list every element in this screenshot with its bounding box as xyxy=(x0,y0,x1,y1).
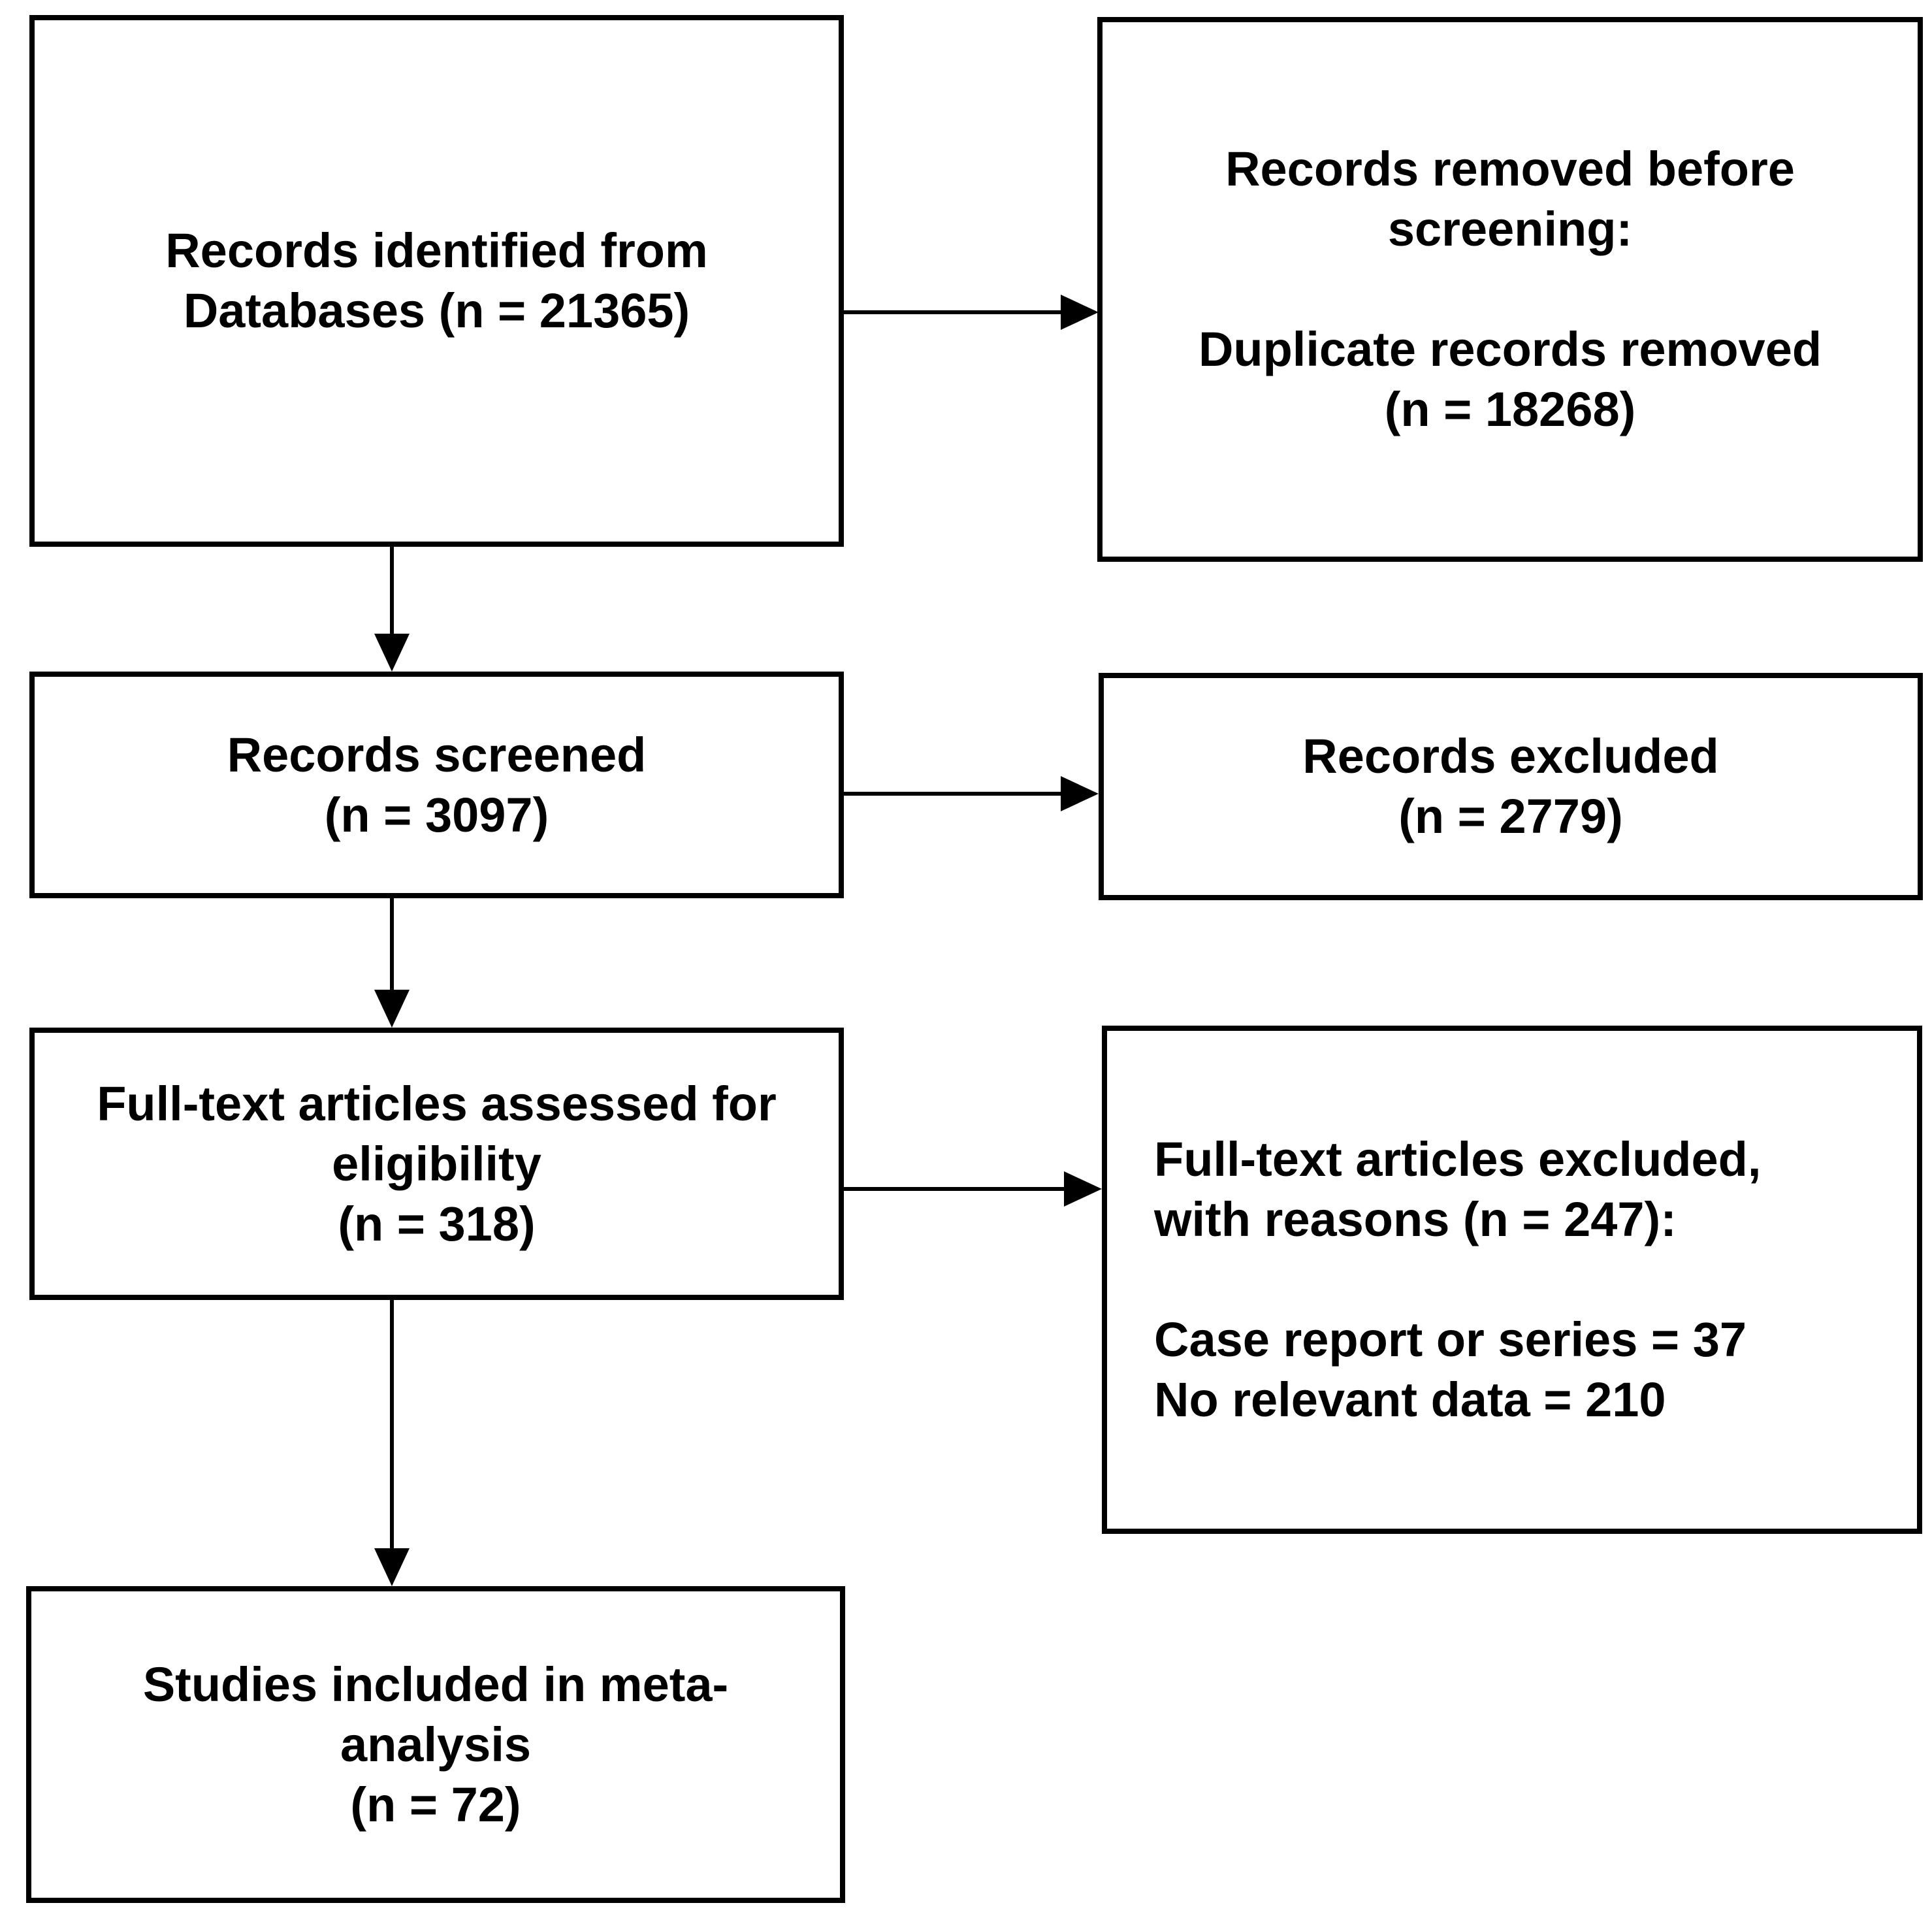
box-records-screened: Records screened (n = 3097) xyxy=(29,672,844,898)
text-line: Case report or series = 37 xyxy=(1154,1312,1747,1367)
text-line: Full-text articles excluded, xyxy=(1154,1132,1762,1186)
text-line: Records screened xyxy=(227,727,647,782)
box-fulltext-excluded-text: Full-text articles excluded, with reason… xyxy=(1107,1130,1917,1430)
text-line: Databases (n = 21365) xyxy=(183,284,690,338)
text-line: Full-text articles assessed for xyxy=(97,1076,777,1131)
text-line: Records identified from xyxy=(165,223,708,278)
text-line-blank xyxy=(1154,1250,1904,1310)
arrow-screened-to-fulltext-shaft xyxy=(390,898,394,992)
text-line: Records excluded xyxy=(1302,729,1719,783)
text-line: (n = 18268) xyxy=(1384,382,1636,436)
arrow-identified-to-screened-shaft xyxy=(390,547,394,636)
box-fulltext-excluded: Full-text articles excluded, with reason… xyxy=(1102,1026,1922,1534)
arrow-fulltext-to-excluded-shaft xyxy=(844,1187,1066,1191)
arrow-screened-to-fulltext-head xyxy=(374,990,410,1028)
text-line: Studies included in meta- xyxy=(142,1657,729,1712)
text-line: (n = 3097) xyxy=(324,787,549,842)
arrow-identified-to-removed-head xyxy=(1061,295,1099,330)
arrow-fulltext-to-included-shaft xyxy=(390,1300,394,1550)
text-line: (n = 72) xyxy=(350,1777,521,1832)
box-fulltext-assessed: Full-text articles assessed for eligibil… xyxy=(29,1028,844,1300)
arrow-screened-to-excluded-head xyxy=(1061,776,1099,811)
text-line: (n = 2779) xyxy=(1398,789,1623,843)
arrow-screened-to-excluded-shaft xyxy=(844,792,1063,796)
box-studies-included-text: Studies included in meta- analysis (n = … xyxy=(31,1655,840,1835)
box-records-removed-before-screening: Records removed before screening: Duplic… xyxy=(1097,17,1923,562)
box-fulltext-assessed-text: Full-text articles assessed for eligibil… xyxy=(35,1074,839,1254)
text-line: eligibility xyxy=(332,1136,541,1191)
box-records-excluded-text: Records excluded (n = 2779) xyxy=(1104,726,1918,847)
text-line: Records removed before xyxy=(1225,142,1795,196)
arrow-fulltext-to-included-head xyxy=(374,1548,410,1586)
text-line-blank xyxy=(1103,259,1918,319)
box-records-removed-text: Records removed before screening: Duplic… xyxy=(1103,139,1918,440)
arrow-fulltext-to-excluded-head xyxy=(1064,1171,1102,1207)
arrow-identified-to-removed-shaft xyxy=(844,310,1063,314)
text-line: No relevant data = 210 xyxy=(1154,1373,1666,1427)
text-line: with reasons (n = 247): xyxy=(1154,1192,1677,1246)
box-records-identified: Records identified from Databases (n = 2… xyxy=(29,15,844,547)
arrow-identified-to-screened-head xyxy=(374,634,410,672)
box-records-screened-text: Records screened (n = 3097) xyxy=(35,725,839,845)
box-studies-included: Studies included in meta- analysis (n = … xyxy=(26,1586,845,1903)
text-line: Duplicate records removed xyxy=(1198,322,1822,376)
text-line: analysis xyxy=(340,1717,532,1772)
text-line: (n = 318) xyxy=(338,1196,536,1251)
box-records-identified-text: Records identified from Databases (n = 2… xyxy=(35,221,839,341)
box-records-excluded: Records excluded (n = 2779) xyxy=(1099,673,1923,900)
text-line: screening: xyxy=(1387,202,1633,256)
